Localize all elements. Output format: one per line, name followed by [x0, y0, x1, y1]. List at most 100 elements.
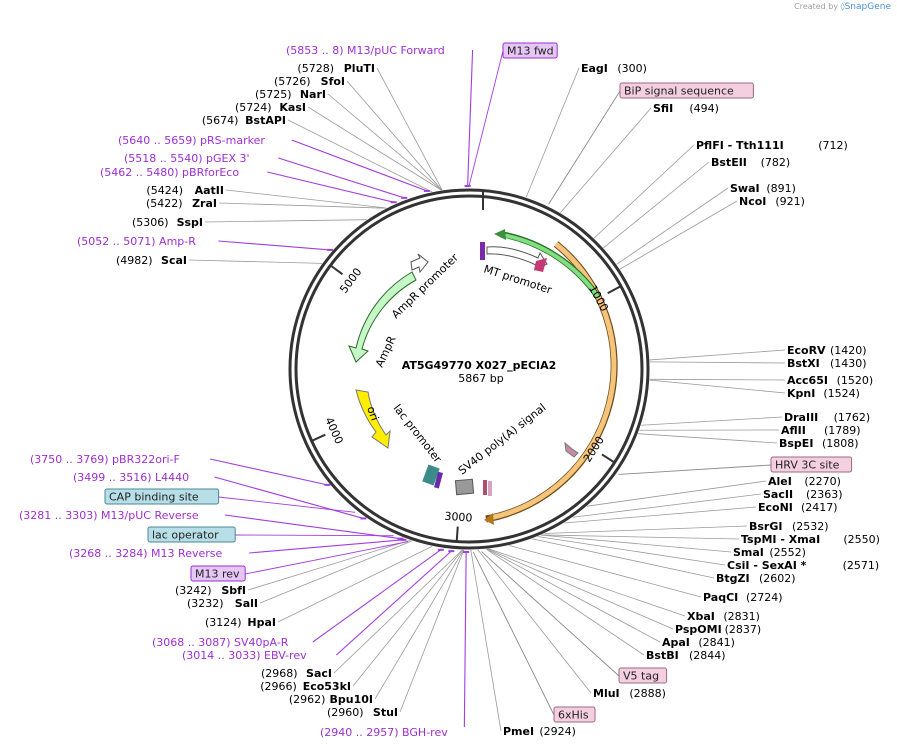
ori-arrow [355, 389, 391, 449]
snapgene-credit: Created by ◊SnapGene [794, 2, 891, 12]
enzyme-name: BstBI [646, 649, 679, 662]
enzyme-position: (1430) [830, 357, 867, 370]
feature-box-label: HRV 3C site [775, 459, 840, 472]
primer-label: (5853 .. 8) M13/pUC Forward [286, 44, 445, 57]
enzyme-position: (2968) [261, 667, 298, 680]
enzyme-leader-line [188, 259, 323, 264]
feature-leader-line [548, 90, 621, 205]
enzyme-position: (2532) [792, 520, 829, 533]
enzyme-position: (5726) [274, 75, 311, 88]
enzyme-position: (4982) [116, 254, 153, 267]
ring-features [348, 192, 618, 525]
feature-leader-line [245, 541, 409, 575]
feature-box-label: lac operator [152, 529, 219, 542]
enzyme-leader-line [531, 538, 715, 579]
primer-label: (5052 .. 5071) Amp-R [77, 235, 196, 248]
enzyme-name: BspEI [779, 437, 813, 450]
enzyme-leader-line [593, 144, 695, 239]
enzyme-name: EagI [581, 62, 608, 75]
enzyme-position: (2417) [801, 501, 838, 514]
primer-label: (3499 .. 3516) L4440 [73, 471, 189, 484]
enzyme-leader-line [486, 548, 661, 643]
primer-leader-line [463, 551, 467, 728]
backbone-inner-ring [294, 194, 644, 544]
enzyme-leader-line [307, 106, 442, 191]
ori-label: ori [364, 405, 381, 423]
enzyme-position: (3124) [205, 616, 242, 629]
enzyme-name: SalI [235, 597, 258, 610]
enzyme-position: (5306) [132, 216, 169, 229]
label-leader-lines [188, 49, 786, 732]
primer-label: (3014 .. 3033) EBV-rev [182, 649, 307, 662]
enzyme-leader-line [619, 200, 738, 270]
tick-label: 2000 [581, 434, 607, 465]
enzyme-name: NcoI [739, 195, 766, 208]
enzyme-position: (2571) [843, 559, 880, 572]
enzyme-leader-line [525, 67, 580, 198]
enzyme-name: SacI [306, 667, 332, 680]
enzyme-name: CsiI - SexAI * [727, 559, 807, 572]
enzyme-name: SfoI [321, 75, 345, 88]
ampr-promoter-arrow [410, 253, 429, 274]
enzyme-leader-line [641, 416, 783, 426]
tick-mark [311, 433, 326, 442]
enzyme-leader-line [540, 534, 732, 553]
enzyme-position: (2841) [698, 636, 735, 649]
enzyme-leader-line [218, 202, 386, 209]
orange-cds-arrowhead [484, 513, 494, 525]
enzyme-position: (5725) [255, 88, 292, 101]
enzyme-position: (3232) [187, 597, 224, 610]
svpa-small-arrow [564, 441, 579, 458]
gray-promoter-block [454, 478, 475, 496]
primer-label: (3750 .. 3769) pBR322ori-F [30, 453, 180, 466]
feature-leader-line [472, 551, 555, 716]
enzyme-name: MluI [593, 687, 620, 700]
enzyme-name: PflFI - Tth111I [696, 139, 784, 152]
enzyme-name: SspI [177, 216, 203, 229]
feature-box-label: V5 tag [623, 670, 659, 683]
enzyme-leader-line [333, 549, 463, 674]
enzyme-position: (1762) [834, 411, 871, 424]
enzyme-name: BtgZI [716, 572, 750, 585]
enzyme-leader-line [327, 93, 442, 191]
enzyme-name: BstXI [787, 357, 820, 370]
enzyme-leader-line [649, 378, 786, 381]
sv40-polya-label: SV40 poly(A) signal [456, 401, 549, 477]
feature-box [502, 42, 558, 59]
enzyme-leader-line [537, 536, 726, 566]
enzyme-leader-line [346, 80, 443, 191]
enzyme-labels: EagI(300)SfiI(494)PflFI - Tth111I(712)Bs… [116, 62, 880, 738]
enzyme-leader-line [352, 549, 464, 687]
enzyme-leader-line [488, 548, 686, 617]
enzyme-name: Bpu10I [330, 693, 374, 706]
feature-box-label: M13 fwd [507, 45, 554, 58]
enzyme-name: PluTI [344, 62, 375, 75]
enzyme-leader-line [259, 540, 413, 604]
enzyme-name: KpnI [787, 387, 815, 400]
enzyme-leader-line [638, 433, 778, 444]
enzyme-position: (1524) [823, 387, 860, 400]
enzyme-position: (2363) [806, 488, 843, 501]
enzyme-leader-line [277, 545, 433, 623]
enzyme-leader-line [560, 107, 652, 214]
enzyme-leader-line [399, 549, 465, 713]
snapgene-logo-icon: ◊ [840, 2, 845, 11]
enzyme-position: (2831) [723, 610, 760, 623]
tick-mark [601, 453, 616, 464]
feature-leader-line [218, 496, 356, 513]
primer-leader-line [278, 157, 405, 199]
credit-brand: SnapGene [844, 2, 891, 12]
feature-box [618, 667, 668, 684]
enzyme-position: (921) [775, 195, 805, 208]
svpa-feature-a [483, 480, 487, 495]
enzyme-name: AatII [195, 184, 224, 197]
enzyme-name: ApaI [662, 636, 690, 649]
enzyme-position: (2888) [629, 687, 666, 700]
enzyme-leader-line [649, 349, 786, 361]
enzyme-leader-line [649, 361, 786, 364]
feature-box [770, 456, 853, 473]
enzyme-leader-line [225, 189, 387, 209]
tick-label: 3000 [444, 510, 473, 525]
enzyme-name: ScaI [161, 254, 187, 267]
